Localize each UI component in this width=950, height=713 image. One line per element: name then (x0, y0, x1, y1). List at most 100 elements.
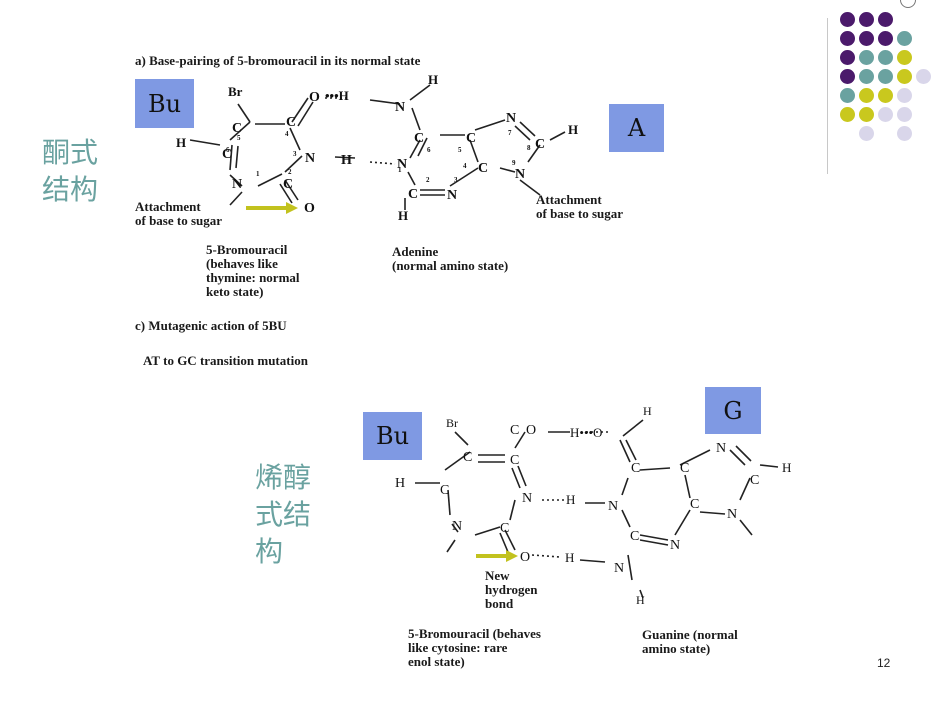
svg-text:3: 3 (293, 150, 297, 158)
svg-text:8: 8 (527, 144, 531, 152)
svg-text:H: H (176, 135, 186, 150)
svg-text:Br: Br (446, 416, 458, 430)
svg-text:C: C (283, 177, 293, 192)
svg-text:C: C (440, 483, 449, 498)
svg-text:5: 5 (237, 134, 241, 142)
section-c-title: c) Mutagenic action of 5BU (135, 318, 287, 333)
svg-text:C: C (500, 521, 509, 536)
decor-dot (878, 69, 893, 84)
svg-text:N: N (522, 491, 532, 506)
decor-dot (878, 12, 893, 27)
a-label: A (609, 104, 664, 152)
svg-text:6: 6 (427, 146, 431, 154)
decor-dot (859, 50, 874, 65)
svg-text:H: H (398, 208, 408, 223)
svg-text:N: N (614, 561, 624, 576)
svg-text:O: O (526, 423, 536, 438)
svg-text:H: H (643, 404, 652, 418)
svg-text:2: 2 (426, 176, 430, 184)
svg-text:H: H (395, 476, 405, 491)
decor-dot (859, 31, 874, 46)
svg-text:N: N (452, 519, 462, 534)
attachment-right: Attachment of base to sugar (536, 192, 624, 221)
new-bond-label: New hydrogen bond (485, 568, 538, 611)
svg-text:C: C (286, 115, 296, 130)
decor-dot (840, 88, 855, 103)
svg-text:C: C (414, 131, 424, 146)
svg-text:N: N (608, 499, 618, 514)
decor-dot (897, 50, 912, 65)
decor-dot (897, 69, 912, 84)
svg-text:N: N (670, 538, 680, 553)
svg-text:N: N (395, 100, 405, 115)
svg-text:H: H (782, 460, 791, 475)
svg-text:H: H (565, 550, 574, 565)
decorative-dot-grid (840, 12, 940, 162)
svg-text:7: 7 (508, 129, 512, 137)
svg-text:C: C (631, 461, 640, 476)
decor-dot (897, 107, 912, 122)
decor-dot (840, 107, 855, 122)
svg-text:H: H (636, 593, 645, 607)
svg-text:H•••O: H•••O (570, 425, 602, 440)
atom-labels-bottom: Br C C C H C N N C O H•••O H O H H N H C… (395, 404, 791, 607)
section-a-title: a) Base-pairing of 5-bromouracil in its … (135, 53, 421, 68)
decor-dot (897, 31, 912, 46)
bu-adenine-pair (189, 84, 779, 599)
enol-form-label: 烯醇 式结 构 (255, 461, 312, 568)
svg-text:N: N (727, 507, 737, 522)
mutation-title: AT to GC transition mutation (143, 353, 308, 368)
svg-text:O: O (304, 201, 315, 216)
svg-text:1: 1 (398, 166, 402, 174)
bu-label-bottom: Bu (363, 412, 422, 460)
svg-text:C: C (510, 453, 519, 468)
decor-dot (916, 69, 931, 84)
decor-dot (840, 69, 855, 84)
top-arrow (246, 202, 298, 214)
svg-text:C: C (680, 461, 689, 476)
svg-text:N: N (397, 157, 407, 172)
decor-dot (897, 126, 912, 141)
bromouracil-caption-top: 5-Bromouracil (behaves like thymine: nor… (206, 242, 300, 299)
atom-labels-top: Br H C C N C C O O N •••H H N H C N C N … (176, 72, 578, 223)
adenine-caption: Adenine (normal amino state) (392, 244, 509, 273)
svg-text:C: C (478, 161, 488, 176)
svg-text:5: 5 (458, 146, 462, 154)
decor-dot (840, 50, 855, 65)
svg-text:C: C (510, 423, 519, 438)
svg-text:C: C (630, 529, 639, 544)
svg-text:C: C (466, 131, 476, 146)
attachment-left: Attachment of base to sugar (135, 199, 223, 228)
divider-line (827, 18, 828, 174)
svg-text:O: O (309, 90, 320, 105)
svg-text:9: 9 (512, 159, 516, 167)
decor-dot (878, 50, 893, 65)
bu-label-top: Bu (135, 79, 194, 128)
decor-dot (878, 31, 893, 46)
decor-dot (859, 107, 874, 122)
svg-text:N: N (506, 111, 516, 126)
svg-text:1: 1 (256, 170, 260, 178)
svg-text:H: H (568, 122, 578, 137)
svg-text:N: N (515, 167, 525, 182)
bottom-arrow (476, 550, 518, 562)
svg-text:Br: Br (228, 84, 243, 99)
svg-text:H: H (341, 153, 352, 168)
svg-text:H: H (428, 72, 438, 87)
svg-text:6: 6 (226, 146, 230, 154)
svg-text:4: 4 (285, 130, 289, 138)
decor-dot (859, 126, 874, 141)
svg-text:C: C (222, 147, 232, 162)
decor-dot (859, 88, 874, 103)
svg-text:4: 4 (463, 162, 467, 170)
decor-dot (859, 69, 874, 84)
svg-text:C: C (463, 450, 472, 465)
svg-text:C: C (690, 497, 699, 512)
decor-dot (859, 12, 874, 27)
svg-text:N: N (305, 151, 315, 166)
svg-text:•••H: •••H (325, 88, 349, 103)
svg-text:C: C (535, 137, 545, 152)
svg-text:N: N (232, 177, 242, 192)
svg-text:3: 3 (454, 176, 458, 184)
